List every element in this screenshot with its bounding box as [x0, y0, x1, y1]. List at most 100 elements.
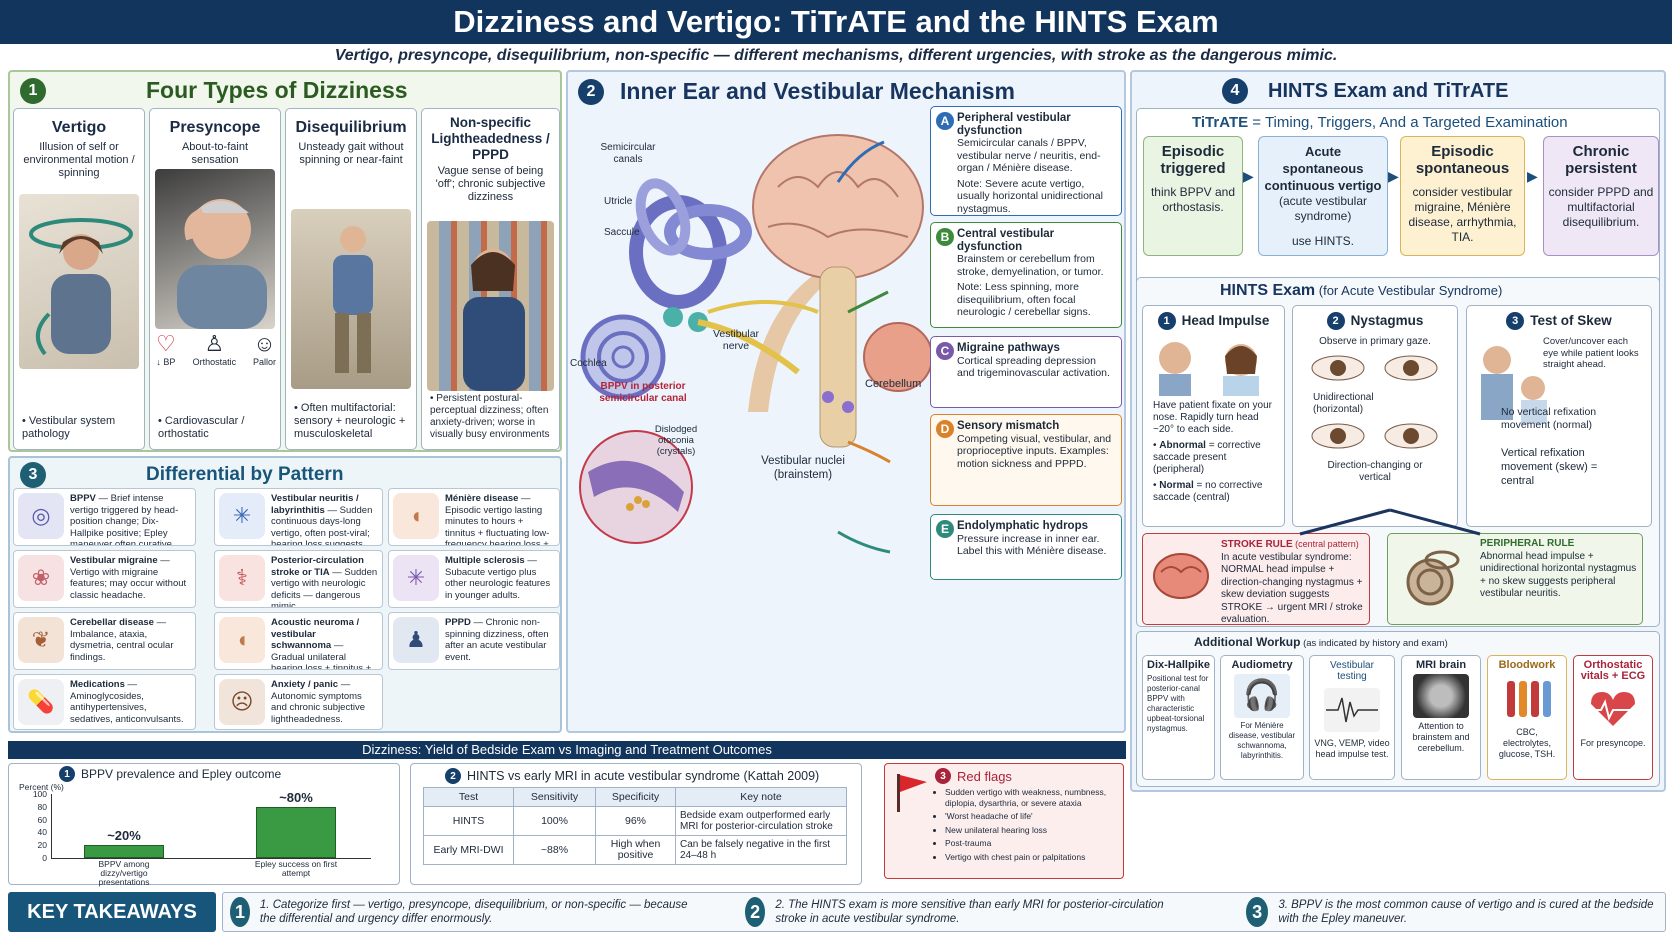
type-foot: • Often multifactorial: sensory + neurol… [294, 402, 406, 440]
bar-value-label: ~80% [279, 789, 313, 805]
panel-number: 2 [578, 78, 604, 105]
titrate-title: Episodic triggered [1160, 143, 1226, 177]
step-number: 1 [1157, 312, 1176, 330]
nonspecific-illustration [427, 221, 554, 391]
peripheral-rule: PERIPHERAL RULE Abnormal head impulse + … [1387, 533, 1643, 625]
chart-bar [256, 806, 336, 858]
red-flags-title-text: Red flags [957, 768, 1012, 784]
titrate-card-chronic: Chronic persistent consider PPPD and mul… [1543, 136, 1659, 256]
red-flag-icon [897, 774, 927, 812]
abnormal-text: = corrective saccade present (peripheral… [1153, 440, 1261, 475]
mechanism-peripheral: A Peripheral vestibular dysfunction Semi… [930, 106, 1122, 216]
hints-subtitle: (for Acute Vestibular Syndrome) [1315, 283, 1503, 298]
titrate-sub: (acute vestibular syndrome) [1278, 194, 1368, 223]
type-card-vertigo: Vertigo Illusion of self or environmenta… [13, 108, 145, 450]
workup-item-text: For Ménière disease, vestibular schwanno… [1228, 721, 1296, 760]
type-title: Vertigo [51, 119, 107, 136]
diff-text: — Sudden continuous days-long vertigo, o… [271, 504, 373, 546]
diff-text: — Brief intense vertigo triggered by hea… [70, 493, 179, 546]
diff-item-medications: 💊Medications — Aminoglycosides, antihype… [13, 674, 196, 730]
chart-bar [84, 845, 164, 858]
inner-ear-icon: ◎ [18, 493, 64, 539]
diff-item-neuritis: ✳Vestibular neuritis / labyrinthitis — S… [214, 488, 383, 546]
peripheral-rule-text: Abnormal head impulse + unidirectional h… [1480, 550, 1637, 600]
takeaways-bar [222, 892, 1666, 932]
panel-number: 4 [1222, 78, 1248, 104]
diff-text: — Vertigo with migraine features; may oc… [70, 555, 187, 601]
vertigo-illustration [19, 194, 139, 369]
panel-differential: 3 Differential by Pattern ◎BPPV — Brief … [8, 456, 562, 733]
label-saccule: Saccule [604, 227, 640, 238]
titrate-card-acute: Acute spontaneous continuous vertigo (ac… [1258, 136, 1388, 256]
takeaway-text: 2. The HINTS exam is more sensitive than… [775, 899, 1164, 925]
takeaway-3: 3 3. BPPV is the most common cause of ve… [1246, 897, 1656, 927]
stroke-rule-text: In acute vestibular syndrome: NORMAL hea… [1221, 551, 1363, 626]
panel-number: 3 [20, 462, 46, 488]
takeaway-number: 1 [230, 897, 250, 927]
unidirectional-label: Unidirectional (horizontal) [1313, 392, 1374, 415]
diff-text: — Chronic non-spinning dizziness, often … [445, 617, 549, 663]
hints-title: HINTS Exam (for Acute Vestibular Syndrom… [1220, 282, 1502, 300]
takeaway-1: 1 1. Categorize first — vertigo, presync… [230, 897, 700, 927]
mechanism-text: Semicircular canals / BPPV, vestibular n… [957, 137, 1101, 174]
table-row: Early MRI-DWI ~88% High when positive Ca… [423, 835, 847, 865]
arrow-icon: ▶ [1527, 168, 1538, 184]
diff-name: Anxiety / panic [271, 679, 339, 690]
y-tick-label: 80 [37, 801, 47, 812]
normal-text: = no corrective saccade (central) [1153, 480, 1263, 503]
y-tick-label: 100 [32, 789, 47, 799]
titrate-text: consider vestibular migraine, Ménière di… [1408, 185, 1517, 244]
diff-text: — Imbalance, ataxia, dysmetria, central … [70, 617, 174, 663]
mechanism-hydrops: E Endolymphatic hydrops Pressure increas… [930, 514, 1122, 580]
panel-heading: HINTS Exam and TiTrATE [1268, 79, 1509, 102]
workup-item-text: Positional test for posterior-canal BPPV… [1147, 674, 1209, 733]
x-category-label: Epley success on first attempt [254, 859, 338, 878]
type-card-presyncope: Presyncope About-to-faint sensation ♡↓ B… [149, 108, 281, 450]
step-number: 2 [1326, 312, 1345, 330]
type-foot: • Vestibular system pathology [22, 415, 116, 440]
y-tick-label: 40 [37, 827, 47, 838]
titrate-text: consider PPPD and multifactorial disequi… [1548, 185, 1654, 229]
step-text: Observe in primary gaze. [1319, 336, 1431, 347]
type-desc: Illusion of self or environmental motion… [23, 141, 135, 179]
workup-bloodwork: Bloodwork CBC, electrolytes, glucose, TS… [1487, 655, 1567, 780]
diff-item-ms: ✳Multiple sclerosis — Subacute vertigo p… [388, 550, 560, 608]
step-title: Nystagmus [1350, 313, 1424, 328]
arrow-icon: ▶ [1388, 168, 1399, 184]
panel-heading: Inner Ear and Vestibular Mechanism [620, 78, 1015, 104]
bar-value-label: ~20% [107, 828, 141, 844]
mechanism-letter: C [936, 342, 954, 360]
diff-name: BPPV [70, 493, 96, 504]
titrate-definition: TiTrATE = Timing, Triggers, And a Target… [1192, 114, 1568, 131]
eyes-direction-changing-illustration [1311, 423, 1438, 449]
y-tick-label: 0 [42, 853, 47, 863]
table-cell: Bedside exam outperformed early MRI for … [675, 806, 847, 836]
red-flag-item: Sudden vertigo with weakness, numbness, … [945, 787, 1115, 808]
table-header-row: Test Sensitivity Specificity Key note [423, 787, 847, 807]
y-axis-label: Percent (%) [19, 782, 64, 792]
mechanism-sensory: D Sensory mismatch Competing visual, ves… [930, 414, 1122, 506]
brain-icon: ❀ [18, 555, 64, 601]
anxious-face-icon: ☹ [219, 679, 265, 725]
workup-title: Additional Workup (as indicated by histo… [1194, 635, 1448, 649]
mechanism-text: Pressure increase in inner ear. Label th… [957, 532, 1107, 558]
red-flag-item: Post-trauma [945, 838, 1115, 849]
panel-number: 1 [20, 77, 46, 104]
type-desc: Vague sense of being 'off'; chronic subj… [435, 165, 546, 203]
label-nuclei: Vestibular nuclei (brainstem) [761, 455, 845, 481]
table-cell: 100% [513, 806, 596, 836]
titrate-title: Chronic persistent [1565, 143, 1637, 177]
titrate-title: Acute spontaneous continuous vertigo [1264, 144, 1382, 193]
presyncope-icons: ♡↓ BP ♙Orthostatic ☺Pallor [156, 331, 276, 367]
table-number-badge: 2 [445, 768, 461, 784]
mechanism-letter: E [936, 520, 954, 538]
workup-item-text: For presyncope. [1580, 738, 1646, 748]
type-card-disequilibrium: Disequilibrium Unsteady gait without spi… [285, 108, 417, 450]
icon-label: Orthostatic [192, 357, 237, 367]
